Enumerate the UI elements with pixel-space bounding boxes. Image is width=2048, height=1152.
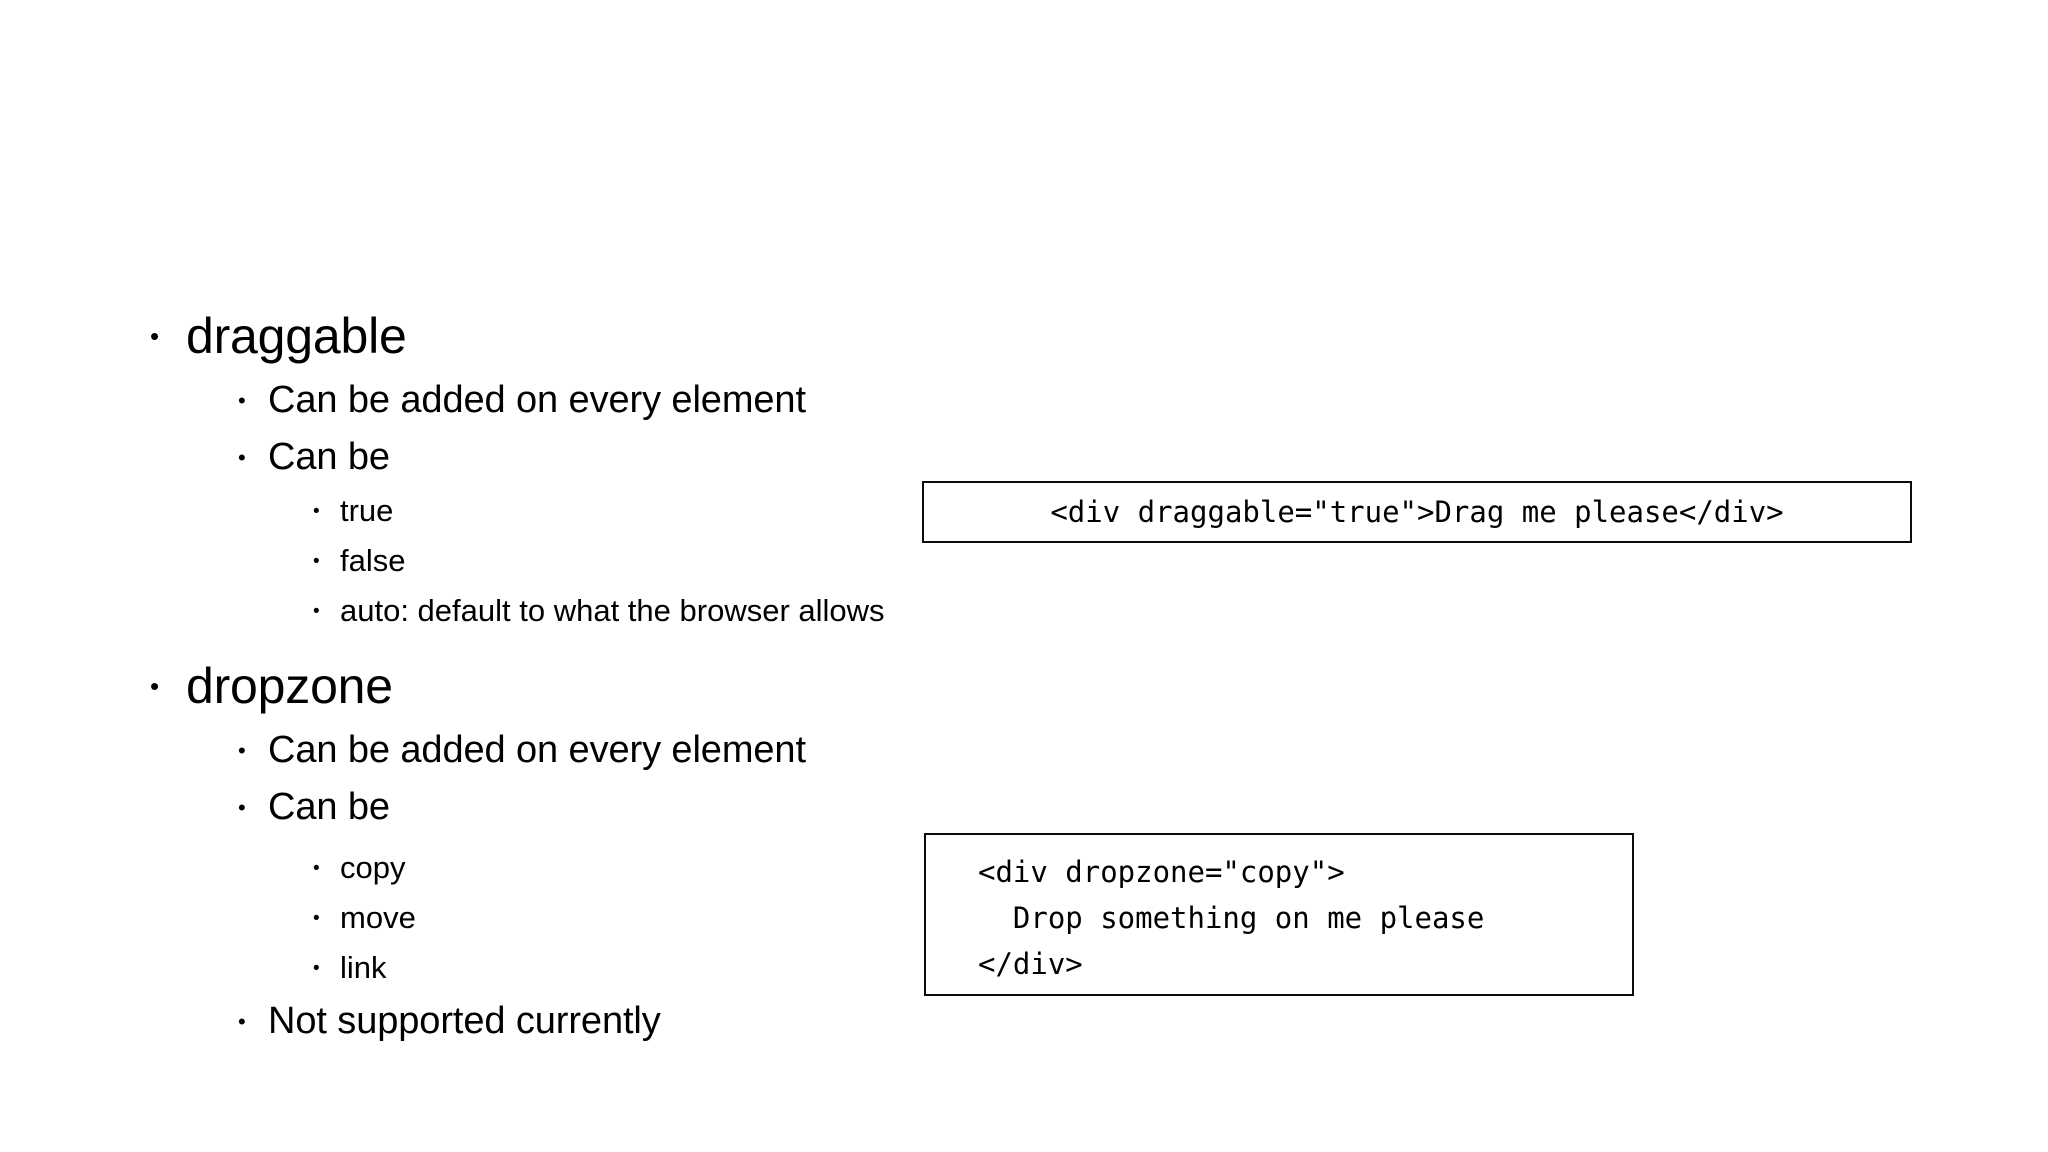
bullet-item-true: • true	[313, 486, 970, 536]
bullet-dot-icon: •	[238, 444, 246, 470]
bullet-dot-icon: •	[150, 671, 160, 701]
bullet-label: false	[340, 543, 406, 578]
bullet-item-move: • move	[313, 893, 970, 943]
bullet-label: auto: default to what the browser allows	[340, 593, 885, 628]
bullet-dot-icon: •	[238, 1008, 246, 1034]
code-line: </div>	[978, 947, 1083, 981]
bullet-dot-icon: •	[313, 600, 320, 622]
bullet-label: copy	[340, 850, 406, 885]
bullet-label: draggable	[186, 308, 407, 364]
bullet-item-auto: • auto: default to what the browser allo…	[313, 586, 970, 636]
bullet-label: move	[340, 900, 416, 935]
bullet-item-copy: • copy	[313, 843, 970, 893]
code-line: <div dropzone="copy">	[978, 855, 1345, 889]
bullet-dot-icon: •	[150, 321, 160, 351]
bullet-label: true	[340, 493, 394, 528]
bullet-item-link: • link	[313, 943, 970, 993]
bullet-label: dropzone	[186, 658, 393, 714]
code-box-draggable-example: <div draggable="true">Drag me please</di…	[922, 481, 1912, 543]
bullet-dot-icon: •	[313, 550, 320, 572]
bullet-dot-icon: •	[313, 957, 320, 979]
bullet-item-draggable: • draggable	[150, 300, 970, 372]
bullet-item-not-supported: • Not supported currently	[238, 993, 970, 1050]
bullet-label: link	[340, 950, 387, 985]
bullet-item-dropzone: • dropzone	[150, 650, 970, 722]
bullet-dot-icon: •	[238, 737, 246, 763]
bullet-dot-icon: •	[313, 857, 320, 879]
bullet-item-draggable-can-be: • Can be	[238, 429, 970, 486]
bullet-dot-icon: •	[313, 907, 320, 929]
bullet-dot-icon: •	[313, 500, 320, 522]
code-line: <div draggable="true">Drag me please</di…	[1050, 495, 1784, 529]
bullet-dot-icon: •	[238, 794, 246, 820]
bullet-item-false: • false	[313, 536, 970, 586]
bullet-label: Can be added on every element	[268, 379, 806, 421]
bullet-dot-icon: •	[238, 387, 246, 413]
code-box-dropzone-example: <div dropzone="copy"> Drop something on …	[924, 833, 1634, 996]
bullet-item-dropzone-can-be: • Can be	[238, 779, 970, 836]
bullet-outline: • draggable • Can be added on every elem…	[150, 300, 970, 1050]
bullet-label: Can be	[268, 436, 390, 478]
bullet-label: Can be	[268, 786, 390, 828]
bullet-item-draggable-every-element: • Can be added on every element	[238, 372, 970, 429]
bullet-label: Can be added on every element	[268, 729, 806, 771]
bullet-label: Not supported currently	[268, 1000, 661, 1042]
bullet-item-dropzone-every-element: • Can be added on every element	[238, 722, 970, 779]
code-line: Drop something on me please	[978, 901, 1485, 935]
